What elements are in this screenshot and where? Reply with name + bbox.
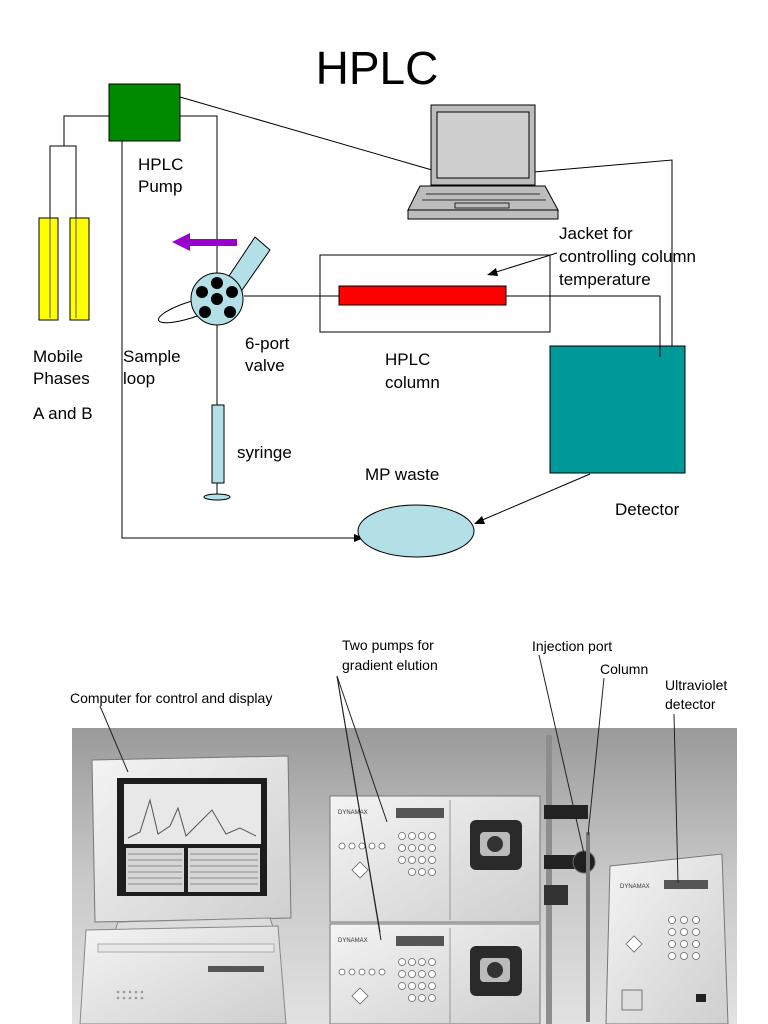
syringe-icon bbox=[203, 404, 231, 501]
waste-inlet-arrowhead bbox=[354, 534, 364, 542]
mobile-phase-a-bottle bbox=[38, 217, 59, 321]
callout-injection-port: Injection port bbox=[532, 638, 612, 654]
diagram-title: HPLC bbox=[316, 42, 439, 94]
lower-pump-unit: DYNAMAX bbox=[329, 923, 541, 1024]
flow-direction-arrow-icon bbox=[172, 233, 237, 251]
label-mobile-phases-line1: Mobile bbox=[33, 347, 83, 366]
label-6port-valve-line2: valve bbox=[245, 356, 285, 375]
detector-waste-arrowhead bbox=[474, 516, 485, 524]
label-sample-loop-line2: loop bbox=[123, 369, 155, 388]
label-hplc-column-line2: column bbox=[385, 373, 440, 392]
label-sample-loop-line1: Sample bbox=[123, 347, 181, 366]
callout-leader-lines bbox=[99, 654, 679, 941]
laptop-icon bbox=[407, 104, 559, 220]
hplc-column bbox=[338, 285, 507, 306]
hplc-instrument-photo: DYNAMAX DYNAMAX bbox=[70, 637, 737, 1024]
callout-uv-line1: Ultraviolet bbox=[665, 677, 727, 693]
column-stand bbox=[544, 735, 596, 1024]
label-detector: Detector bbox=[615, 500, 680, 519]
callout-column: Column bbox=[600, 661, 648, 677]
label-jacket-line3: temperature bbox=[559, 270, 651, 289]
label-6port-valve-line1: 6-port bbox=[245, 334, 290, 353]
computer-monitor bbox=[91, 755, 292, 941]
callout-pumps-line1: Two pumps for bbox=[342, 637, 434, 653]
label-mobile-phases-line3: A and B bbox=[33, 404, 93, 423]
label-mp-waste: MP waste bbox=[365, 465, 439, 484]
upper-pump-unit: DYNAMAX bbox=[329, 795, 541, 923]
lower-pump-brand: DYNAMAX bbox=[338, 938, 368, 944]
callout-uv-line2: detector bbox=[665, 696, 716, 712]
jacket-pointer-arrowhead bbox=[487, 268, 498, 276]
label-hplc-column-line1: HPLC bbox=[385, 350, 430, 369]
callout-pumps-line2: gradient elution bbox=[342, 657, 438, 673]
six-port-valve bbox=[158, 236, 271, 326]
hplc-pump-box bbox=[108, 83, 181, 142]
upper-pump-brand: DYNAMAX bbox=[338, 810, 368, 816]
hplc-schematic: HPLC bbox=[33, 42, 696, 558]
callout-computer: Computer for control and display bbox=[70, 690, 272, 706]
label-mobile-phases-line2: Phases bbox=[33, 369, 90, 388]
label-jacket-line1: Jacket for bbox=[559, 224, 633, 243]
computer-base-unit bbox=[79, 925, 287, 1024]
label-jacket-line2: controlling column bbox=[559, 247, 696, 266]
uv-detector-unit: DYNAMAX bbox=[605, 853, 729, 1024]
mp-waste-container bbox=[357, 504, 475, 558]
label-hplc-pump-line2: Pump bbox=[138, 177, 182, 196]
detector-box bbox=[549, 345, 686, 474]
detector-brand: DYNAMAX bbox=[620, 884, 650, 890]
label-syringe: syringe bbox=[237, 443, 292, 462]
label-hplc-pump-line1: HPLC bbox=[138, 155, 183, 174]
mobile-phase-b-bottle bbox=[69, 217, 90, 321]
